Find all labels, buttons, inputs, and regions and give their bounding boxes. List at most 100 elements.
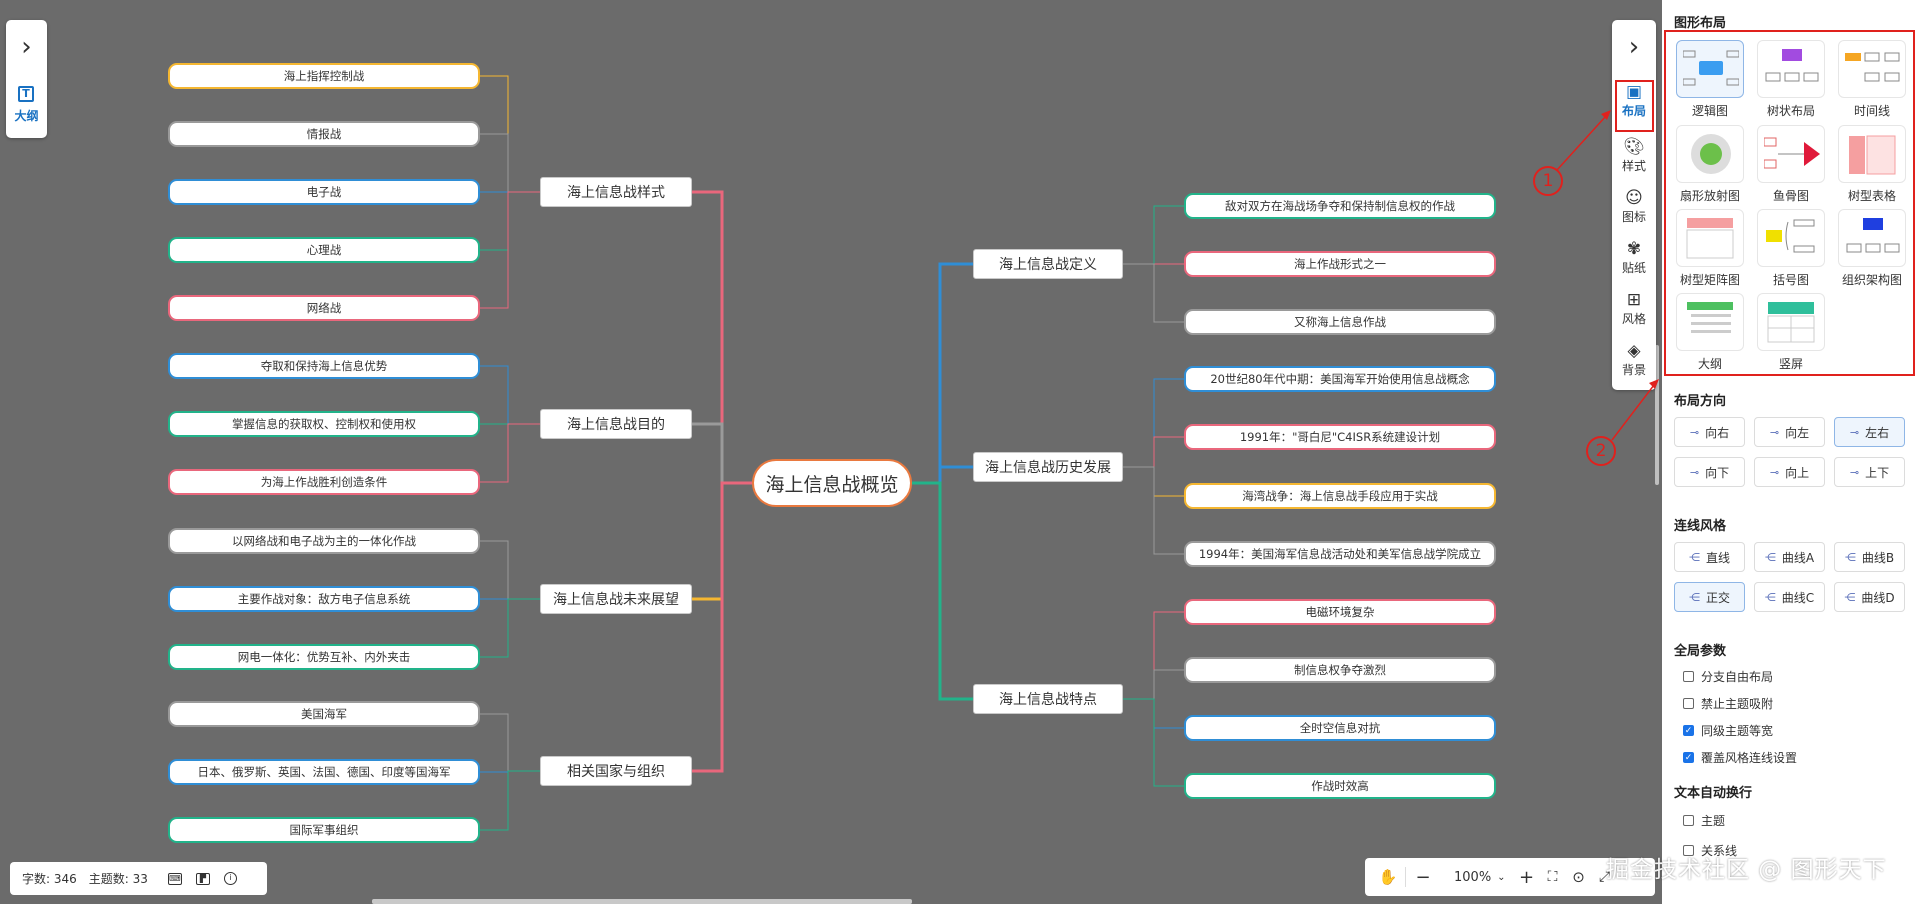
direction-button-3[interactable]: ⊸向下 — [1674, 457, 1745, 487]
subtopic[interactable]: 夺取和保持海上信息优势 — [168, 353, 480, 379]
wrap-option-0[interactable]: 主题 — [1683, 812, 1725, 829]
layout-option-5[interactable] — [1838, 125, 1906, 183]
checkbox[interactable] — [1683, 671, 1694, 682]
layout-option-0[interactable] — [1676, 40, 1744, 98]
branch-topic[interactable]: 海上信息战历史发展 — [973, 452, 1123, 482]
layout-option-6[interactable] — [1676, 209, 1744, 267]
branch-topic[interactable]: 海上信息战未来展望 — [540, 584, 692, 614]
subtopic[interactable]: 海湾战争：海上信息战手段应用于实战 — [1184, 483, 1496, 509]
branch-topic[interactable]: 海上信息战目的 — [540, 409, 692, 439]
checkbox[interactable] — [1683, 815, 1694, 826]
subtopic[interactable]: 作战时效高 — [1184, 773, 1496, 799]
layout-option-3[interactable] — [1676, 125, 1744, 183]
direction-button-2[interactable]: ⊸左右 — [1834, 417, 1905, 447]
vertical-scrollbar[interactable] — [1655, 345, 1659, 485]
checkbox[interactable] — [1683, 845, 1694, 856]
direction-button-1[interactable]: ⊸向左 — [1754, 417, 1825, 447]
horizontal-scrollbar[interactable] — [372, 899, 912, 904]
callout-1: 1 — [1533, 166, 1563, 196]
direction-button-0[interactable]: ⊸向右 — [1674, 417, 1745, 447]
checkbox[interactable]: ✓ — [1683, 752, 1694, 763]
wrap-option-1[interactable]: 关系线 — [1683, 842, 1737, 859]
zoom-level[interactable]: 100% — [1454, 869, 1492, 885]
zoom-in-button[interactable]: + — [1519, 866, 1535, 888]
subtopic[interactable]: 日本、俄罗斯、英国、法国、德国、印度等国海军 — [168, 759, 480, 785]
expand-chevron-icon[interactable]: › — [1628, 32, 1640, 62]
subtopic[interactable]: 情报战 — [168, 121, 480, 147]
subtopic[interactable]: 制信息权争夺激烈 — [1184, 657, 1496, 683]
mindmap-canvas[interactable]: 海上信息战概览 海上信息战样式 海上指挥控制战情报战电子战心理战网络战海上信息战目的… — [0, 0, 1660, 904]
subtopic[interactable]: 20世纪80年代中期：美国海军开始使用信息战概念 — [1184, 366, 1496, 392]
branch-topic[interactable]: 海上信息战特点 — [973, 684, 1123, 714]
tool-theme[interactable]: ⊞ 风格 — [1612, 290, 1656, 327]
line-style-button-2[interactable]: ⋲曲线B — [1834, 542, 1905, 572]
subtopic[interactable]: 敌对双方在海战场争夺和保持制信息权的作战 — [1184, 193, 1496, 219]
layout-option-9[interactable] — [1676, 293, 1744, 351]
branch-topic[interactable]: 海上信息战样式 — [540, 177, 692, 207]
expand-chevron-icon[interactable]: › — [21, 32, 32, 62]
checkbox[interactable] — [1683, 698, 1694, 709]
subtopic[interactable]: 全时空信息对抗 — [1184, 715, 1496, 741]
subtopic[interactable]: 海上指挥控制战 — [168, 63, 480, 89]
tool-style[interactable]: 🎨︎ 样式 — [1612, 137, 1656, 174]
layout-option-2[interactable] — [1838, 40, 1906, 98]
global-option-2[interactable]: ✓同级主题等宽 — [1683, 722, 1773, 739]
subtopic[interactable]: 网络战 — [168, 295, 480, 321]
subtopic[interactable]: 又称海上信息作战 — [1184, 309, 1496, 335]
connector-line — [480, 191, 540, 309]
tool-layout[interactable]: ▣ 布局 — [1612, 82, 1656, 119]
branch-topic[interactable]: 相关国家与组织 — [540, 756, 692, 786]
global-option-3[interactable]: ✓覆盖风格连线设置 — [1683, 749, 1797, 766]
subtopic[interactable]: 电子战 — [168, 179, 480, 205]
line-style-button-icon: ⋲ — [1764, 550, 1776, 564]
subtopic[interactable]: 国际军事组织 — [168, 817, 480, 843]
outline-icon[interactable]: T — [18, 86, 34, 102]
line-style-button-0[interactable]: ⋲直线 — [1674, 542, 1745, 572]
layout-option-7[interactable] — [1757, 209, 1825, 267]
layout-toggle-icon[interactable]: ▛ — [195, 872, 210, 885]
line-style-button-1[interactable]: ⋲曲线A — [1754, 542, 1825, 572]
layout-option-1[interactable] — [1757, 40, 1825, 98]
tool-background[interactable]: ◈ 背景 — [1612, 341, 1656, 378]
line-style-button-4[interactable]: ⋲曲线C — [1754, 582, 1825, 612]
tool-sticker[interactable]: ✾ 贴纸 — [1612, 239, 1656, 276]
fullscreen-icon[interactable]: ⤢ — [1598, 869, 1611, 885]
tool-icon[interactable]: ☺ 图标 — [1612, 188, 1656, 225]
layout-option-8[interactable] — [1838, 209, 1906, 267]
chevron-down-icon[interactable]: ⌄ — [1497, 871, 1506, 883]
subtopic[interactable]: 掌握信息的获取权、控制权和使用权 — [168, 411, 480, 437]
zoom-out-button[interactable]: − — [1415, 866, 1431, 888]
direction-button-4[interactable]: ⊸向上 — [1754, 457, 1825, 487]
subtopic[interactable]: 海上作战形式之一 — [1184, 251, 1496, 277]
layout-settings-panel: 图形布局 逻辑图树状布局时间线扇形放射图鱼骨图树型表格树型矩阵图括号图组织架构图… — [1662, 0, 1917, 904]
layout-option-10[interactable] — [1757, 293, 1825, 351]
subtopic[interactable]: 美国海军 — [168, 701, 480, 727]
locate-icon[interactable]: ⊙ — [1572, 868, 1585, 886]
subtopic[interactable]: 心理战 — [168, 237, 480, 263]
global-option-1[interactable]: 禁止主题吸附 — [1683, 695, 1773, 712]
line-style-button-5[interactable]: ⋲曲线D — [1834, 582, 1905, 612]
line-style-button-icon: ⋲ — [1764, 590, 1776, 604]
global-option-0[interactable]: 分支自由布局 — [1683, 668, 1773, 685]
subtopic[interactable]: 为海上作战胜利创造条件 — [168, 469, 480, 495]
tool-label: 样式 — [1621, 159, 1646, 173]
line-style-button-3[interactable]: ⋲正交 — [1674, 582, 1745, 612]
checkbox[interactable]: ✓ — [1683, 725, 1694, 736]
keyboard-icon[interactable]: ⌨ — [167, 872, 182, 885]
subtopic[interactable]: 网电一体化：优势互补、内外夹击 — [168, 644, 480, 670]
subtopic[interactable]: 电磁环境复杂 — [1184, 599, 1496, 625]
subtopic[interactable]: 1991年："哥白尼"C4ISR系统建设计划 — [1184, 424, 1496, 450]
fit-view-icon[interactable]: ⛶ — [1547, 869, 1558, 885]
root-topic[interactable]: 海上信息战概览 — [752, 459, 912, 507]
layout-option-4[interactable] — [1757, 125, 1825, 183]
connector-line — [1123, 698, 1184, 787]
direction-button-5[interactable]: ⊸上下 — [1834, 457, 1905, 487]
hand-tool-icon[interactable]: ✋ — [1378, 868, 1398, 886]
layout-thumbnail-icon — [1691, 134, 1731, 174]
branch-topic[interactable]: 海上信息战定义 — [973, 249, 1123, 279]
subtopic[interactable]: 以网络战和电子战为主的一体化作战 — [168, 528, 480, 554]
info-icon[interactable]: i — [223, 872, 237, 885]
subtopic[interactable]: 主要作战对象：敌方电子信息系统 — [168, 586, 480, 612]
outline-button-label[interactable]: 大纲 — [14, 109, 39, 123]
subtopic[interactable]: 1994年：美国海军信息战活动处和美军信息战学院成立 — [1184, 541, 1496, 567]
